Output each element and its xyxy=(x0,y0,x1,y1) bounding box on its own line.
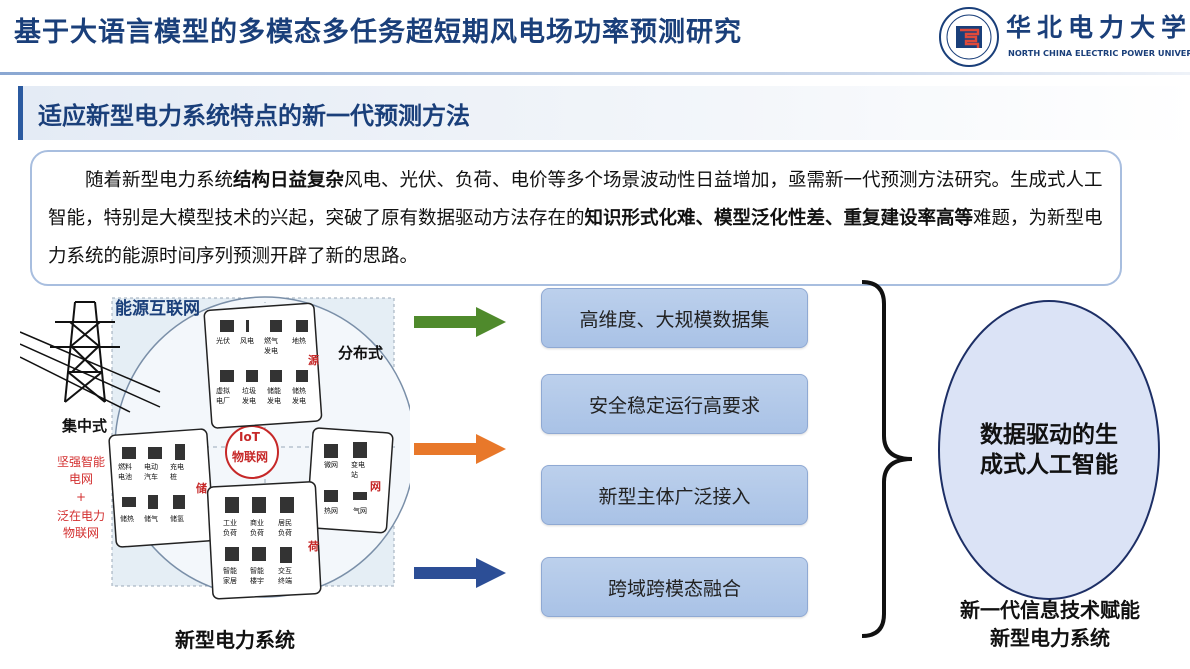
page-title: 基于大语言模型的多模态多任务超短期风电场功率预测研究 xyxy=(14,17,742,48)
intro-text-2: 风电、光伏、负荷、电价等多个场景波动性日益增加，亟需新一代预测方法研究。生成式人… xyxy=(48,170,1103,229)
source-item: 储热发电 xyxy=(292,387,306,405)
pylon-icon xyxy=(20,301,161,413)
label-load: 荷 xyxy=(308,540,319,553)
intro-text-1: 随着新型电力系统 xyxy=(85,170,234,191)
university-logo-icon xyxy=(939,7,999,67)
feature-box-dataset: 高维度、大规模数据集 xyxy=(541,288,808,348)
load-item: 居民负荷 xyxy=(278,519,292,537)
grid-item: 热网 xyxy=(324,507,338,515)
grid-item: 气网 xyxy=(353,507,367,515)
load-item: 商业负荷 xyxy=(250,519,264,537)
intro-paragraph: 随着新型电力系统结构日益复杂风电、光伏、负荷、电价等多个场景波动性日益增加，亟需… xyxy=(48,162,1108,276)
arrow-right-icon xyxy=(414,307,506,337)
feature-box-fusion: 跨域跨模态融合 xyxy=(541,557,808,617)
storage-item: 储热 xyxy=(120,515,134,523)
label-ubiquitous-iot: 泛在电力物联网 xyxy=(56,509,105,540)
intro-bold-1: 结构日益复杂 xyxy=(233,170,345,191)
label-source: 源 xyxy=(308,354,319,367)
storage-item: 储氢 xyxy=(170,515,184,523)
empowerment-line-1: 新一代信息技术赋能 xyxy=(960,598,1140,622)
empowerment-line-2: 新型电力系统 xyxy=(990,626,1110,650)
load-item: 智能家居 xyxy=(223,567,237,585)
grid-item: 微网 xyxy=(324,461,338,469)
grid-item: 变电站 xyxy=(351,461,365,479)
intro-text-3: 难题，为新型电力系统的能源时间序列预测开辟了新的思路。 xyxy=(48,208,1103,267)
power-system-diagram: 能源互联网 分布式 集中式 坚强智能电网 + 泛在电力物联网 IoT 物联网 源… xyxy=(20,292,410,622)
label-smart-grid: 坚强智能电网 xyxy=(56,455,105,486)
source-item: 风电 xyxy=(240,337,254,345)
source-item: 光伏 xyxy=(216,337,230,345)
genai-label: 数据驱动的生成式人工智能 xyxy=(980,422,1118,478)
diagram-caption: 新型电力系统 xyxy=(175,628,295,652)
section-title-bar xyxy=(18,86,1190,140)
header-divider xyxy=(0,72,1190,75)
university-name-en: NORTH CHINA ELECTRIC POWER UNIVERSITY xyxy=(1008,48,1190,58)
label-storage: 储 xyxy=(196,482,207,495)
load-item: 智能楼宇 xyxy=(250,567,264,585)
load-item: 交互终端 xyxy=(278,567,292,585)
university-name-cn: 华北电力大学 xyxy=(1006,13,1190,42)
label-centralized: 集中式 xyxy=(62,417,108,435)
source-item: 虚拟电厂 xyxy=(216,387,230,405)
storage-item: 电动汽车 xyxy=(144,463,158,481)
load-item: 工业负荷 xyxy=(223,519,237,537)
intro-box: 随着新型电力系统结构日益复杂风电、光伏、负荷、电价等多个场景波动性日益增加，亟需… xyxy=(30,150,1122,286)
label-energy-internet: 能源互联网 xyxy=(115,299,200,319)
empowerment-caption: 新一代信息技术赋能 新型电力系统 xyxy=(920,596,1180,652)
source-item: 地热 xyxy=(292,337,306,345)
source-item: 储能发电 xyxy=(267,387,281,405)
source-item: 垃圾发电 xyxy=(242,387,256,405)
label-grid: 网 xyxy=(370,480,381,493)
label-iot-cn: 物联网 xyxy=(232,450,269,464)
label-plus: + xyxy=(76,490,87,504)
storage-item: 储气 xyxy=(144,515,158,523)
feature-box-safety: 安全稳定运行高要求 xyxy=(541,374,808,434)
label-distributed: 分布式 xyxy=(338,344,384,362)
arrow-right-icon xyxy=(414,558,506,588)
source-item: 燃气发电 xyxy=(264,337,278,355)
storage-item: 燃料电池 xyxy=(118,463,132,481)
label-iot: IoT xyxy=(239,430,260,444)
intro-bold-2: 知识形式化难、模型泛化性差、重复建设率高等 xyxy=(584,208,974,229)
arrow-right-icon xyxy=(414,434,506,464)
right-brace-icon xyxy=(861,280,913,638)
feature-box-access: 新型主体广泛接入 xyxy=(541,465,808,525)
section-title: 适应新型电力系统特点的新一代预测方法 xyxy=(38,102,470,130)
storage-item: 充电桩 xyxy=(170,463,184,481)
genai-ellipse: 数据驱动的生成式人工智能 xyxy=(938,300,1160,600)
